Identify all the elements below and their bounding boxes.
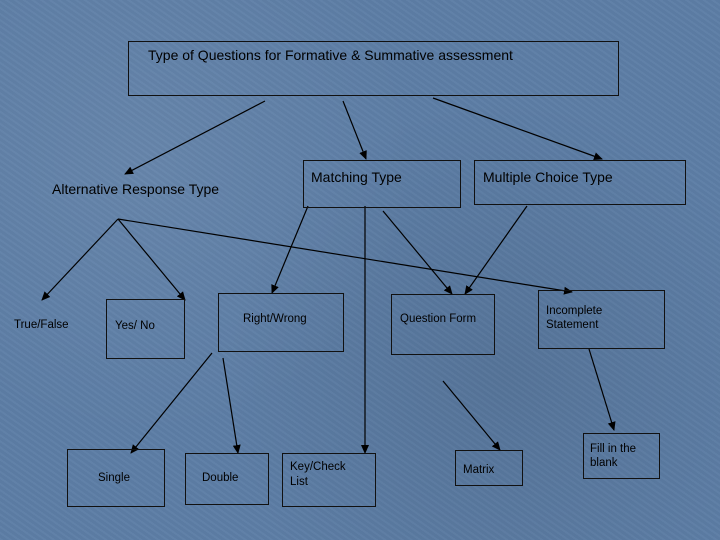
multiple-choice-label: Multiple Choice Type	[483, 169, 613, 185]
arrow-questionform-to-matrix	[442, 380, 501, 451]
double-box	[185, 453, 269, 505]
single-box	[67, 449, 165, 507]
fill-blank-label-line1: Fill in the	[590, 443, 637, 455]
arrow-root-to-multiple	[432, 97, 603, 161]
arrow-rightwrong-to-double	[222, 357, 241, 454]
incomplete-label-line1: Incomplete	[546, 305, 603, 317]
multiple-choice-box	[474, 160, 686, 205]
incomplete-statement-box	[538, 290, 665, 349]
matrix-label: Matrix	[463, 464, 495, 476]
fill-in-blank-box	[583, 433, 660, 479]
arrow-alternative-to-yesno	[117, 218, 186, 301]
arrow-alternative-to-incomplete	[117, 218, 573, 295]
root-title: Type of Questions for Formative & Summat…	[148, 47, 513, 63]
question-form-box	[391, 294, 495, 355]
question-form-label: Question Form	[400, 313, 477, 325]
key-check-label-line1: Key/Check	[290, 461, 346, 473]
arrow-matching-to-rightwrong	[271, 205, 309, 294]
fill-blank-label-line2: blank	[590, 457, 618, 469]
incomplete-label-line2: Statement	[546, 319, 599, 331]
root-box	[128, 41, 619, 96]
right-wrong-box	[218, 293, 344, 352]
right-wrong-label: Right/Wrong	[243, 313, 307, 325]
arrow-root-to-alternative	[124, 100, 266, 175]
double-label: Double	[202, 472, 239, 484]
arrow-incomplete-to-fill	[588, 348, 616, 431]
arrow-rightwrong-to-single	[130, 352, 213, 454]
arrow-root-to-matching	[342, 100, 367, 160]
yes-no-label: Yes/ No	[115, 320, 155, 332]
true-false-label: True/False	[14, 319, 69, 331]
matching-label: Matching Type	[311, 169, 402, 185]
yes-no-box	[106, 299, 185, 359]
arrow-alternative-to-truefalse	[41, 218, 119, 301]
arrow-multiple-to-questionform	[464, 205, 528, 295]
key-check-label-line2: List	[290, 476, 308, 488]
alternative-response-label: Alternative Response Type	[52, 181, 220, 197]
arrow-multiple-to-incomplete	[382, 210, 453, 295]
matrix-box	[455, 450, 523, 486]
key-check-list-box	[282, 453, 376, 507]
single-label: Single	[98, 472, 130, 484]
matching-box	[303, 160, 461, 208]
